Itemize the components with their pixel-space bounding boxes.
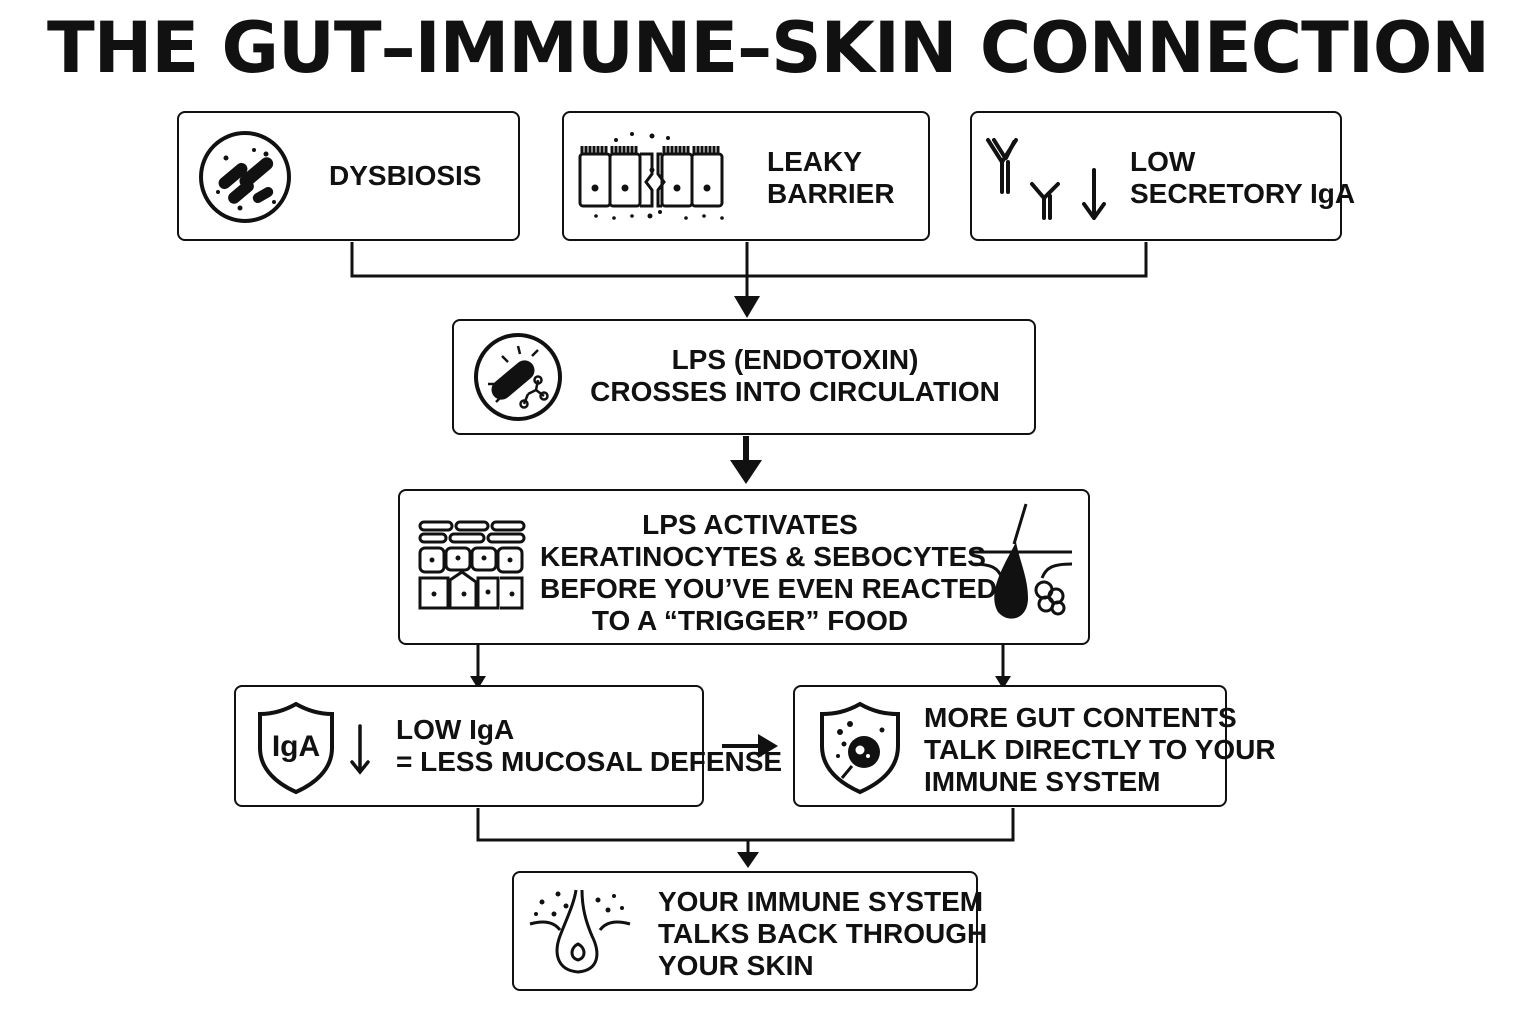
diagram-title: THE GUT–IMMUNE–SKIN CONNECTION bbox=[47, 7, 1490, 89]
top-merge-line bbox=[350, 242, 1148, 278]
arrowhead-to-contents bbox=[995, 676, 1011, 689]
skin-follicle-particles-icon bbox=[529, 889, 631, 974]
iga-icon-text: IgA bbox=[272, 730, 320, 763]
skin-cells-icon bbox=[418, 520, 526, 610]
low-iga-box bbox=[234, 685, 704, 807]
low-iga-label: LOW IgA= LESS MUCOSAL DEFENSE bbox=[396, 714, 783, 777]
dysbiosis-label: DYSBIOSIS bbox=[329, 160, 482, 191]
iga-shield-icon: IgA bbox=[258, 701, 370, 795]
activation-box bbox=[398, 489, 1090, 645]
bacteria-circle-icon bbox=[199, 131, 291, 223]
leaky-gut-cells-icon bbox=[578, 132, 724, 220]
low-secretory-iga-box bbox=[970, 111, 1342, 241]
final-box bbox=[512, 871, 978, 991]
arrowhead-to-final bbox=[737, 852, 759, 868]
immune-cell-shield-icon bbox=[820, 701, 900, 795]
lps-box bbox=[452, 319, 1036, 435]
hair-follicle-sebaceous-icon bbox=[971, 503, 1073, 619]
lps-bacterium-icon bbox=[474, 333, 562, 421]
arrowhead-to-contents-box bbox=[758, 734, 778, 758]
leaky-barrier-box bbox=[562, 111, 930, 241]
arrowhead-to-iga bbox=[470, 676, 486, 689]
antibody-down-icon bbox=[986, 138, 1106, 220]
arrowhead-to-lps bbox=[734, 296, 760, 318]
lps-label: LPS (ENDOTOXIN)CROSSES INTO CIRCULATION bbox=[590, 344, 1000, 407]
arrowhead-to-activation bbox=[730, 460, 762, 484]
bottom-merge-line bbox=[476, 808, 1015, 842]
